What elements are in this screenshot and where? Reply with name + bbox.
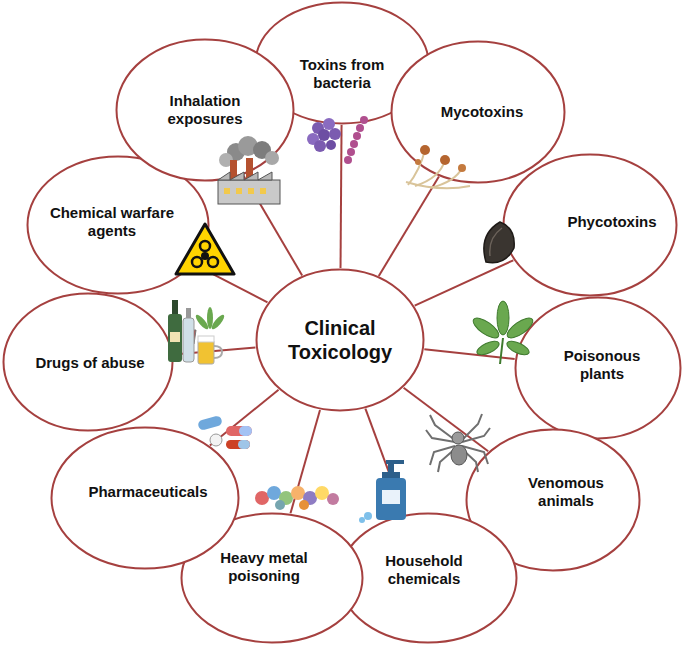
category-label: Poisonous plants	[547, 347, 657, 383]
fungus-icon	[406, 145, 470, 188]
soap-bottle-icon	[359, 460, 406, 523]
pills-icon	[197, 415, 252, 449]
category-label: Venomous animals	[511, 474, 621, 510]
center-circle: Clinical Toxicology	[255, 268, 425, 412]
center-title: Clinical Toxicology	[270, 316, 410, 364]
ellipse-outline	[255, 268, 425, 412]
petal-circle: Poisonous plants	[514, 296, 682, 440]
category-label: Toxins from bacteria	[282, 56, 402, 92]
spoke-line	[290, 410, 320, 513]
category-label: Chemical warfare agents	[42, 204, 182, 240]
bacteria-icon	[307, 116, 368, 164]
spider-icon	[426, 414, 490, 472]
leaf-icon	[470, 301, 535, 364]
petal-circle: Drugs of abuse	[2, 292, 174, 432]
mussel-icon	[484, 222, 514, 263]
category-label: Inhalation exposures	[150, 92, 260, 128]
petal-circle: Pharmaceuticals	[50, 426, 240, 570]
category-label: Household chemicals	[369, 552, 479, 588]
category-label: Pharmaceuticals	[78, 483, 218, 501]
spoke-line	[365, 409, 404, 515]
category-label: Heavy metal poisoning	[204, 549, 324, 585]
hazard-sign-icon	[176, 224, 234, 274]
factory-icon	[218, 136, 280, 204]
petal-circle: Household chemicals	[338, 512, 518, 644]
spoke-line	[341, 125, 342, 268]
petal-circle: Phycotoxins	[502, 153, 678, 297]
category-label: Mycotoxins	[422, 103, 542, 121]
spoke-line	[379, 177, 439, 276]
bottles-icon	[168, 300, 226, 364]
category-label: Drugs of abuse	[25, 354, 155, 372]
spoke-line	[404, 388, 489, 452]
category-label: Phycotoxins	[552, 213, 672, 231]
metal-spheres-icon	[255, 486, 339, 510]
spoke-line	[415, 260, 514, 305]
